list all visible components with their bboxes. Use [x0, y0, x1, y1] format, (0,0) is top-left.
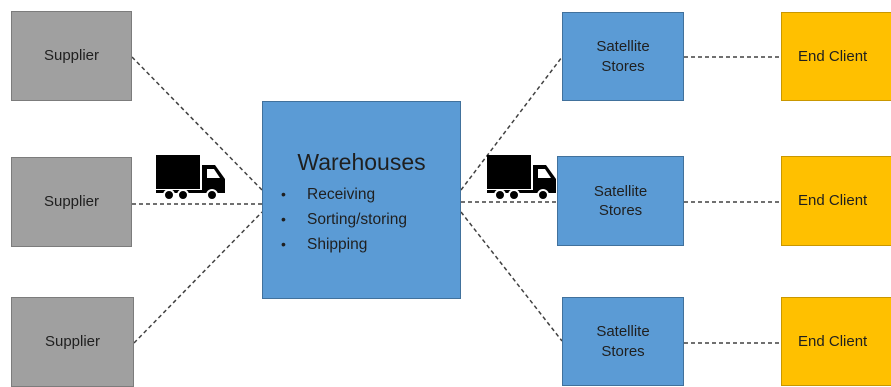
truck-icon [156, 155, 225, 201]
satellite-store-box-1: Satellite Stores [562, 12, 684, 101]
truck-icon [487, 155, 556, 201]
end-client-label: End Client [798, 47, 868, 65]
satellite-label-line2: Stores [598, 202, 643, 219]
satellite-store-box-2: Satellite Stores [557, 156, 684, 246]
satellite-label-line1: Satellite [596, 38, 650, 55]
warehouse-function-list: • Receiving • Sorting/storing • Shipping [263, 182, 407, 257]
supplier-box-1: Supplier [11, 11, 132, 101]
warehouse-item-label: Receiving [307, 185, 376, 203]
end-client-box-3: End Client [781, 297, 891, 386]
end-client-box-1: End Client [781, 12, 891, 101]
warehouse-item-label: Sorting/storing [307, 210, 407, 228]
satellite-store-box-3: Satellite Stores [562, 297, 684, 386]
satellite-label-line2: Stores [601, 342, 645, 360]
bullet: • [281, 210, 286, 227]
supplier-box-3: Supplier [11, 297, 134, 387]
end-client-label: End Client [798, 332, 868, 350]
satellite-label-line1: Satellite [593, 182, 648, 200]
supplier-label: Supplier [44, 333, 101, 351]
supplier-label: Supplier [43, 193, 100, 211]
end-client-box-2: End Client [781, 156, 891, 246]
warehouse-title: Warehouses [297, 149, 426, 175]
supplier-label: Supplier [43, 47, 100, 65]
satellite-label-line2: Stores [601, 57, 645, 75]
warehouse-item-shipping: • Shipping [281, 232, 407, 257]
warehouse-item-receiving: • Receiving [281, 182, 407, 207]
connector-warehouse-satellite-3 [460, 211, 563, 342]
connector-supplier-3-warehouse [133, 211, 263, 344]
bullet: • [281, 235, 286, 252]
supplier-box-2: Supplier [11, 157, 132, 247]
warehouse-item-label: Shipping [307, 235, 368, 253]
connector-supplier-1-warehouse [131, 56, 263, 191]
warehouse-box: Warehouses • Receiving • Sorting/storing… [262, 101, 461, 299]
warehouse-item-sorting: • Sorting/storing [281, 207, 407, 232]
satellite-label-line1: Satellite [596, 323, 650, 340]
end-client-label: End Client [798, 192, 868, 210]
bullet: • [281, 185, 286, 202]
